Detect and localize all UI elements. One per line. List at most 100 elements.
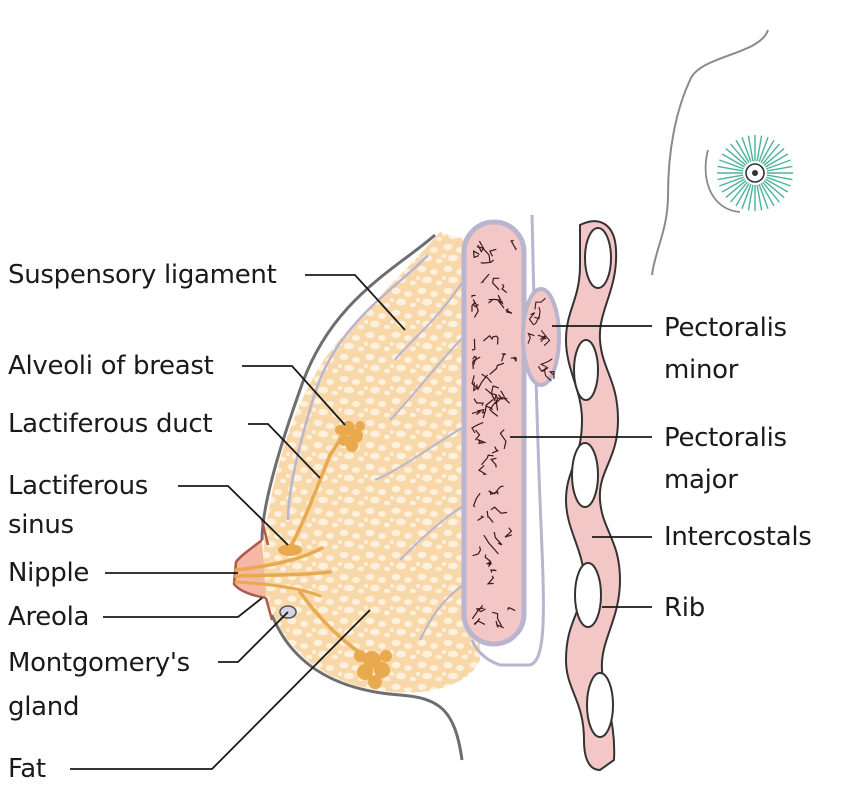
- breast-location-icon: [717, 135, 793, 211]
- muscle-fiber-crack: [489, 362, 505, 375]
- muscle-fiber-crack: [527, 332, 535, 344]
- torso-silhouette-icon: [651, 29, 769, 276]
- muscle-fiber-crack: [548, 371, 555, 379]
- muscle-fiber-crack: [537, 365, 549, 373]
- icon-ray: [763, 180, 785, 198]
- leader-lactiferous-sinus: [178, 485, 289, 546]
- muscle-fiber-crack: [510, 240, 517, 251]
- icon-ray: [763, 148, 785, 166]
- muscle-fiber-crack: [474, 429, 481, 441]
- muscle-fiber-crack: [490, 457, 497, 468]
- muscle-fiber-crack: [488, 485, 504, 495]
- muscle-fiber-crack: [489, 248, 497, 257]
- muscle-fiber-crack: [495, 396, 508, 411]
- muscle-fiber-crack: [472, 250, 480, 259]
- label-lactiferous-sinus-line1: Lactiferous: [8, 471, 149, 501]
- icon-ray: [766, 165, 793, 172]
- icon-ray: [747, 184, 754, 211]
- muscle-fiber-crack: [543, 365, 552, 382]
- muscle-fiber-crack: [481, 454, 494, 466]
- muscle-fiber-crack: [473, 382, 479, 392]
- icon-ray: [719, 159, 744, 170]
- label-suspensory-ligament: Suspensory ligament: [8, 260, 277, 290]
- muscle-fiber-crack: [486, 510, 494, 523]
- muscle-fiber-crack: [471, 375, 478, 389]
- muscle-fiber-crack: [482, 399, 494, 419]
- muscle-fiber-crack: [489, 490, 499, 495]
- icon-ray: [735, 139, 750, 163]
- muscle-fiber-crack: [493, 531, 503, 546]
- muscle-fiber-crack: [534, 306, 541, 320]
- icon-ray: [741, 184, 752, 209]
- label-lactiferous-duct: Lactiferous duct: [8, 409, 213, 439]
- icon-ray: [717, 174, 744, 181]
- muscle-fiber-crack: [500, 390, 511, 404]
- muscle-fiber-crack: [472, 356, 481, 369]
- muscle-fiber-crack: [490, 506, 508, 514]
- muscle-fiber-crack: [472, 492, 481, 508]
- label-pectoralis-major-line1: Pectoralis: [664, 423, 787, 453]
- icon-ray: [735, 183, 750, 207]
- muscle-fiber-crack: [476, 374, 488, 391]
- icon-ray: [756, 135, 763, 162]
- muscle-fiber-crack: [495, 620, 504, 629]
- muscle-fiber-crack: [489, 401, 499, 417]
- muscle-fiber-crack: [497, 299, 505, 309]
- muscle-fiber-crack: [534, 297, 546, 310]
- icon-ray: [766, 159, 791, 170]
- muscle-fiber-crack: [491, 277, 500, 291]
- icon-ray: [717, 165, 744, 172]
- icon-ray: [721, 153, 745, 168]
- muscle-fiber-crack: [501, 353, 507, 362]
- icon-ray: [756, 184, 763, 211]
- icon-ray: [730, 181, 748, 203]
- icon-ray: [765, 153, 789, 168]
- muscle-fiber-crack: [483, 334, 494, 342]
- muscle-fiber-crack: [483, 534, 499, 555]
- leader-fat: [70, 609, 371, 770]
- label-fat: Fat: [8, 754, 46, 784]
- muscle-fiber-crack: [476, 244, 485, 253]
- muscle-fiber-crack: [472, 546, 482, 557]
- muscle-fiber-crack: [486, 575, 495, 585]
- muscle-fiber-crack: [495, 394, 504, 400]
- muscle-fiber-crack: [501, 283, 508, 294]
- deep-fascia: [286, 254, 429, 521]
- leader-areola: [103, 597, 263, 618]
- muscle-fiber-crack: [477, 515, 485, 521]
- label-lactiferous-sinus-line2: sinus: [8, 510, 74, 540]
- icon-ray: [747, 135, 754, 162]
- muscle-fiber-crack: [484, 554, 492, 568]
- breast-skin-outline: [260, 233, 464, 761]
- rib-bone-1: [584, 227, 612, 289]
- muscle-fiber-crack: [472, 355, 478, 366]
- muscle-fiber-crack: [499, 429, 507, 450]
- alveoli-cluster-upper: [335, 421, 365, 452]
- icon-ray: [721, 178, 745, 193]
- muscle-fiber-crack: [473, 398, 484, 406]
- fat-tissue: [263, 232, 480, 693]
- leader-alveoli: [242, 365, 346, 426]
- pectoralis-minor-muscle: [521, 287, 561, 387]
- muscle-fiber-crack: [477, 464, 488, 475]
- rib-bone-5: [586, 672, 614, 738]
- muscle-fiber-crack: [473, 620, 486, 626]
- icon-ray: [765, 178, 789, 193]
- muscle-fiber-crack: [481, 373, 493, 384]
- muscle-fiber-crack: [478, 240, 491, 263]
- rib-bone-3: [571, 442, 599, 508]
- muscle-fiber-crack: [505, 308, 513, 314]
- muscle-fiber-crack: [492, 335, 499, 345]
- muscle-fiber-crack: [471, 294, 476, 298]
- muscle-fiber-crack: [540, 329, 551, 347]
- muscle-fiber-crack: [477, 408, 486, 414]
- muscle-fiber-crack: [471, 421, 484, 434]
- muscle-fiber-crack: [472, 299, 479, 318]
- muscle-fiber-crack: [492, 611, 503, 627]
- label-rib: Rib: [664, 593, 705, 623]
- muscle-fiber-crack: [488, 299, 493, 304]
- icon-ray: [758, 184, 769, 209]
- icon-ray: [766, 176, 791, 187]
- icon-ray: [719, 176, 744, 187]
